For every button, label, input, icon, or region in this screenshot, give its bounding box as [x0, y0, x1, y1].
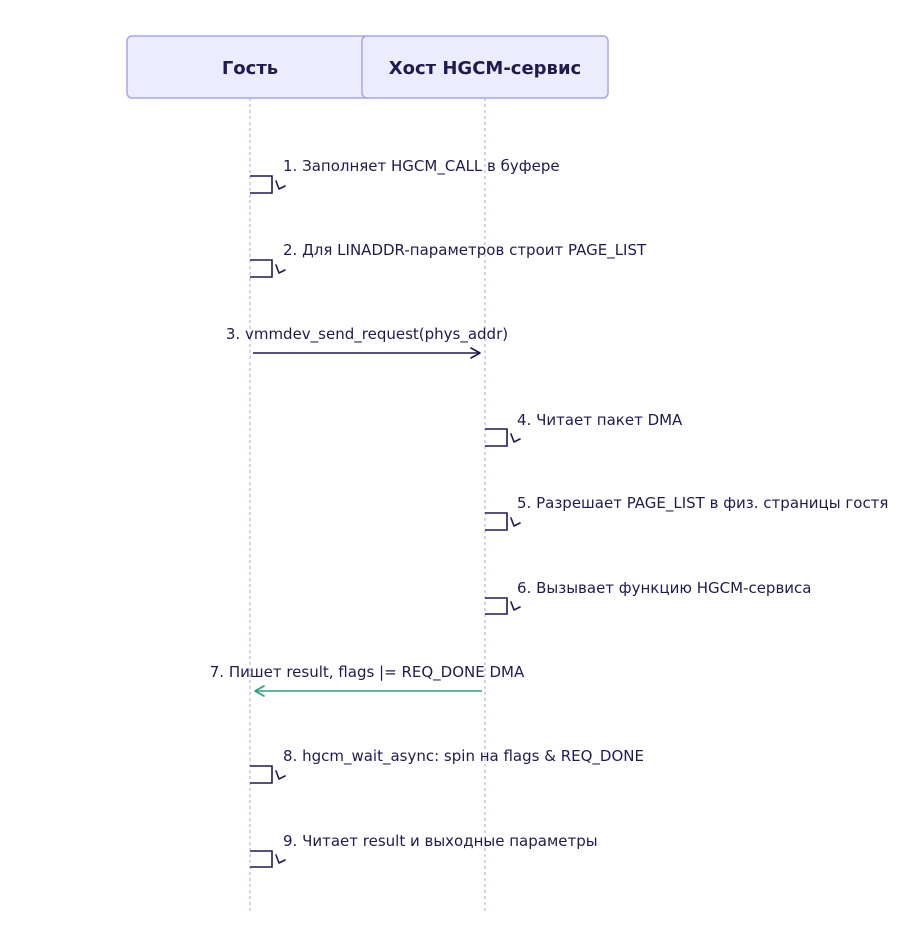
- message-1-self-loop: [250, 175, 273, 194]
- message-9-self-loop: [250, 850, 273, 868]
- message-2-self-loop: [250, 259, 273, 278]
- message-3-arrow-icon: [470, 347, 481, 359]
- message-7-label: 7. Пишет result, flags |= REQ_DONE DMA: [210, 663, 525, 682]
- message-4-arrow-icon: [510, 433, 521, 443]
- message-4-label: 4. Читает пакет DMA: [517, 411, 683, 429]
- message-8-label: 8. hgcm_wait_async: spin на flags & REQ_…: [283, 747, 644, 766]
- message-2-arrow-icon: [275, 264, 286, 274]
- message-8-self-loop: [250, 765, 273, 784]
- message-2-label: 2. Для LINADDR-параметров строит PAGE_LI…: [283, 241, 647, 260]
- message-6: 6. Вызывает функцию HGCM-сервиса: [485, 579, 811, 615]
- participant-host-label: Хост HGCM-сервис: [389, 58, 581, 79]
- message-1: 1. Заполняет HGCM_CALL в буфере: [250, 157, 560, 194]
- participant-host: Хост HGCM-сервис: [361, 35, 609, 99]
- message-5-self-loop: [485, 512, 508, 531]
- message-7: 7. Пишет result, flags |= REQ_DONE DMA: [210, 663, 525, 697]
- message-4: 4. Читает пакет DMA: [485, 411, 683, 447]
- message-4-self-loop: [485, 428, 508, 447]
- participant-guest: Гость: [126, 35, 373, 99]
- message-8-arrow-icon: [275, 770, 286, 780]
- message-2: 2. Для LINADDR-параметров строит PAGE_LI…: [250, 241, 647, 278]
- message-6-label: 6. Вызывает функцию HGCM-сервиса: [517, 579, 811, 597]
- message-6-arrow-icon: [510, 601, 521, 611]
- message-5: 5. Разрешает PAGE_LIST в физ. страницы г…: [485, 494, 888, 531]
- message-9: 9. Читает result и выходные параметры: [250, 832, 598, 868]
- message-9-arrow-icon: [275, 854, 286, 864]
- message-3-label: 3. vmmdev_send_request(phys_addr): [226, 325, 508, 344]
- message-3: 3. vmmdev_send_request(phys_addr): [226, 325, 508, 359]
- message-1-arrow-icon: [275, 180, 286, 190]
- message-6-self-loop: [485, 597, 508, 615]
- message-5-label: 5. Разрешает PAGE_LIST в физ. страницы г…: [517, 494, 888, 513]
- message-9-label: 9. Читает result и выходные параметры: [283, 832, 598, 850]
- message-5-arrow-icon: [510, 517, 521, 527]
- message-7-arrow-icon: [254, 685, 265, 697]
- participant-host-box: [361, 35, 609, 99]
- message-8: 8. hgcm_wait_async: spin на flags & REQ_…: [250, 747, 644, 784]
- participant-guest-label: Гость: [222, 58, 278, 79]
- message-1-label: 1. Заполняет HGCM_CALL в буфере: [283, 157, 560, 176]
